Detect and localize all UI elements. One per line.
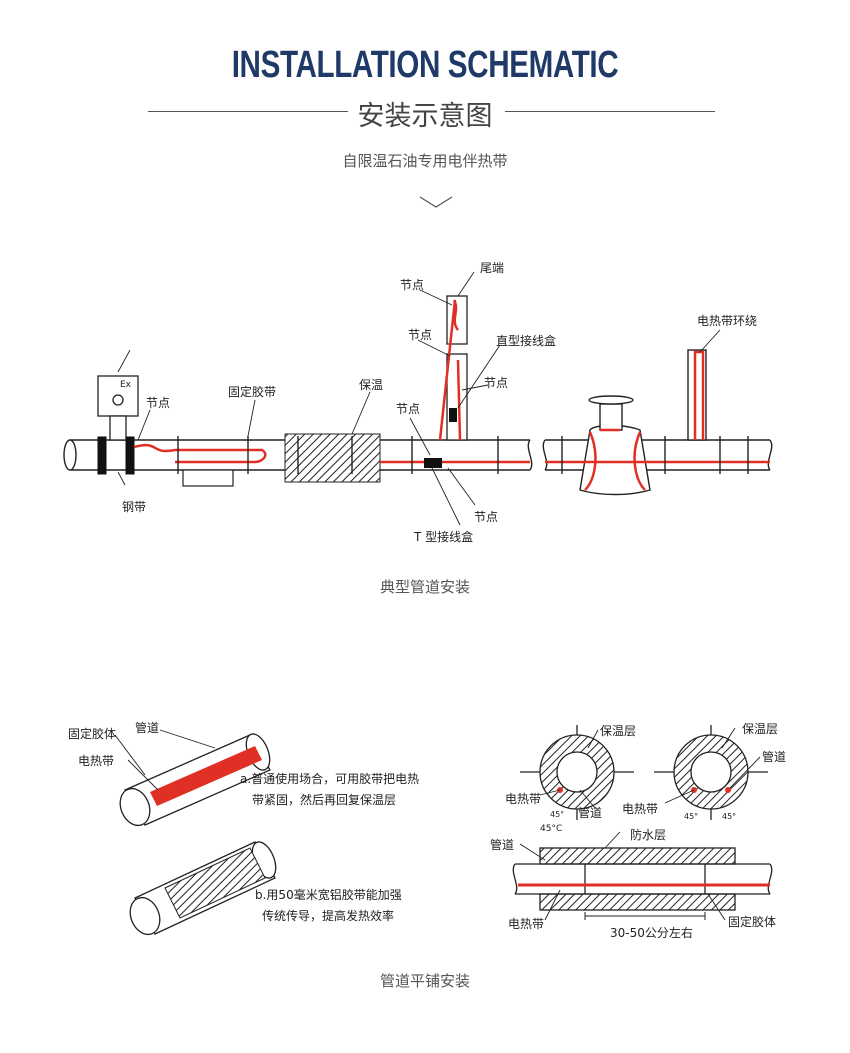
label-node: 节点 (146, 396, 171, 410)
leaders-d1 (117, 271, 721, 526)
subtitle-rule-right (505, 111, 715, 112)
label-heat-band: 电热带 (78, 754, 115, 768)
straight-junction-box (449, 408, 457, 422)
label-node-lower: 节点 (396, 402, 421, 416)
subtitle-row: 安装示意图 (0, 96, 850, 132)
label-fixed-2: 固定胶体 (728, 915, 777, 929)
label-pipe: 管道 (135, 721, 160, 735)
ex-label: Ex (120, 380, 132, 390)
label-straight-box: 直型接线盒 (496, 334, 557, 348)
label-wrap: 电热带环绕 (697, 314, 758, 328)
steel-band (97, 436, 135, 475)
label-node-right: 节点 (484, 376, 509, 390)
label-node-mid: 节点 (408, 328, 433, 342)
label-pipe-4: 管道 (490, 838, 515, 852)
label-fixed-glue: 固定胶体 (68, 727, 117, 741)
label-steel-band: 钢带 (122, 500, 147, 514)
heat-band-valve (545, 350, 770, 491)
label-node-top: 节点 (400, 278, 425, 292)
label-fixed-tape: 固定胶带 (228, 385, 277, 399)
label-deg-b: 45° (684, 812, 699, 821)
aluminum-tape-cylinder-b (164, 847, 266, 919)
label-deg-c: 45° (722, 812, 737, 821)
label-node-bottom: 节点 (474, 510, 499, 524)
label-waterproof: 防水层 (630, 828, 667, 842)
label-insul-2: 保温层 (742, 722, 779, 736)
support-left (182, 469, 234, 487)
subtitle-rule-left (148, 111, 348, 112)
text-a1: a.普通使用场合，可用胶带把电热 (240, 772, 420, 786)
label-band-4: 电热带 (508, 917, 545, 931)
dimension-line (584, 912, 706, 920)
label-t-box: T 型接线盒 (414, 530, 474, 544)
label-distance: 30-50公分左右 (610, 926, 693, 940)
leaders-d2 (114, 727, 761, 921)
description: 自限温石油专用电伴热带 (342, 152, 508, 170)
label-band-3: 电热带 (622, 802, 659, 816)
page-title: INSTALLATION SCHEMATIC (231, 44, 619, 86)
chevron-down-icon (419, 196, 453, 208)
subtitle: 安装示意图 (357, 101, 493, 132)
label-deg: 45°C (540, 824, 563, 834)
label-pipe-2: 管道 (762, 750, 787, 764)
heat-band-cylinder-a (150, 746, 262, 806)
clamps (177, 436, 499, 474)
insulation-block (284, 433, 381, 483)
valve-pipe (542, 349, 773, 496)
caption-typical: 典型管道安装 (379, 578, 470, 596)
insulated-pipe (512, 847, 773, 911)
cross-section-right (654, 725, 768, 820)
label-band-2: 电热带 (505, 792, 542, 806)
label-insul-1: 保温层 (600, 724, 637, 738)
junction-box (97, 375, 139, 441)
caption-flat: 管道平铺安装 (379, 972, 470, 990)
t-junction-box (424, 458, 442, 468)
valve-clamps (561, 436, 749, 474)
label-tail-end: 尾端 (480, 261, 505, 275)
text-b2: 传统传导，提高发热效率 (262, 909, 395, 923)
text-b1: b.用50毫米宽铝胶带能加强 (255, 888, 402, 902)
label-pipe-3: 管道 (578, 806, 603, 820)
text-a2: 带紧固，然后再回复保温层 (252, 793, 397, 807)
heat-band-main (133, 299, 530, 464)
label-insulation: 保温 (359, 378, 384, 392)
label-deg-a: 45° (550, 810, 565, 819)
